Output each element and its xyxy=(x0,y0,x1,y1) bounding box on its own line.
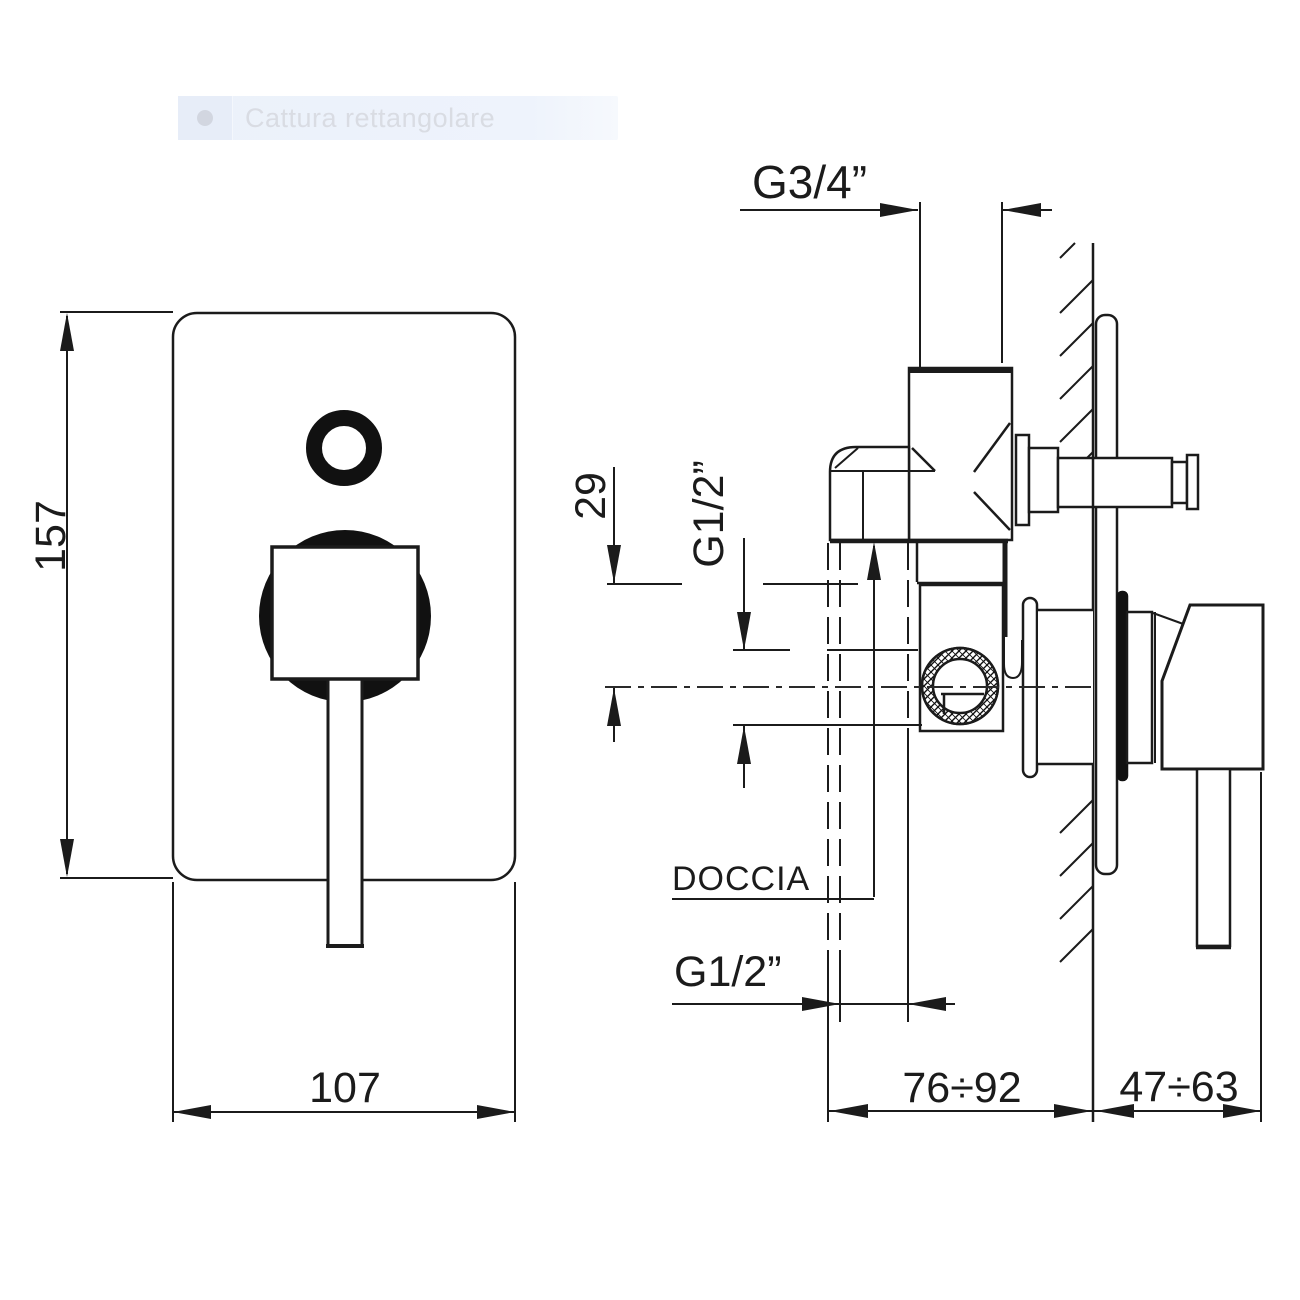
dimension-107: 107 xyxy=(172,882,516,1122)
arrow-up-icon xyxy=(60,313,74,351)
lever-rod-front xyxy=(326,677,364,948)
capture-toolbar-label: Cattura rettangolare xyxy=(245,102,496,133)
arrow-left-icon xyxy=(1003,203,1041,217)
doccia-label: DOCCIA xyxy=(672,860,810,898)
plate-side xyxy=(1094,313,1119,876)
arrow-up-icon xyxy=(867,542,881,580)
dimension-29: 29 xyxy=(567,467,621,742)
diverter-ring xyxy=(306,410,382,486)
doccia-leader: DOCCIA xyxy=(672,542,881,900)
dimension-g12-side: G1/2” xyxy=(685,460,751,788)
dim-107-label: 107 xyxy=(309,1064,381,1112)
arrow-down-icon xyxy=(60,839,74,877)
dim-wall-depth-label: 76÷92 xyxy=(902,1064,1021,1112)
dimension-depth: 76÷92 47÷63 xyxy=(828,1063,1261,1118)
dim-g34-label: G3/4” xyxy=(752,156,867,208)
arrow-left-icon xyxy=(1096,1104,1134,1118)
arrow-up-icon xyxy=(607,688,621,726)
arrow-left-icon xyxy=(830,1104,868,1118)
handle-side xyxy=(1160,603,1265,771)
arrow-left-icon xyxy=(173,1105,211,1119)
front-view xyxy=(171,311,517,948)
gasket-seal xyxy=(1116,590,1129,782)
dimension-g34: G3/4” xyxy=(740,156,1052,217)
arrow-down-icon xyxy=(737,612,751,650)
record-dot-cell xyxy=(178,96,233,140)
side-view xyxy=(828,202,1265,1122)
chamfer-line xyxy=(973,491,1011,531)
arrow-right-icon xyxy=(477,1105,515,1119)
dim-g12-bottom-label: G1/2” xyxy=(674,948,782,996)
record-dot-icon xyxy=(197,110,213,126)
wall-hatching xyxy=(1059,242,1094,963)
outlet-pipe xyxy=(1056,453,1200,511)
square-handle-front xyxy=(270,545,420,681)
extension-lines xyxy=(607,583,1262,1122)
dim-29-label: 29 xyxy=(567,472,615,520)
arrow-right-icon xyxy=(880,203,918,217)
arrow-up-icon xyxy=(737,726,751,764)
handle-hub xyxy=(1125,610,1154,765)
arrow-left-icon xyxy=(908,997,946,1011)
top-riser-lines xyxy=(919,202,1003,367)
dim-protrusion-label: 47÷63 xyxy=(1119,1063,1238,1111)
arrow-down-icon xyxy=(607,545,621,583)
arrow-right-icon xyxy=(1054,1104,1092,1118)
lever-rod-side xyxy=(1195,767,1232,950)
capture-toolbar[interactable]: Cattura rettangolare xyxy=(178,96,618,140)
arrow-right-icon xyxy=(802,997,840,1011)
dimension-157: 157 xyxy=(27,311,173,879)
chamfer-line xyxy=(972,422,1012,473)
dimension-g12-bottom: G1/2” xyxy=(672,948,955,1022)
dim-g12-side-label: G1/2” xyxy=(685,460,733,568)
dim-157-label: 157 xyxy=(27,500,75,572)
hidden-pipe-lines xyxy=(827,543,909,1122)
arrow-right-icon xyxy=(1223,1104,1261,1118)
